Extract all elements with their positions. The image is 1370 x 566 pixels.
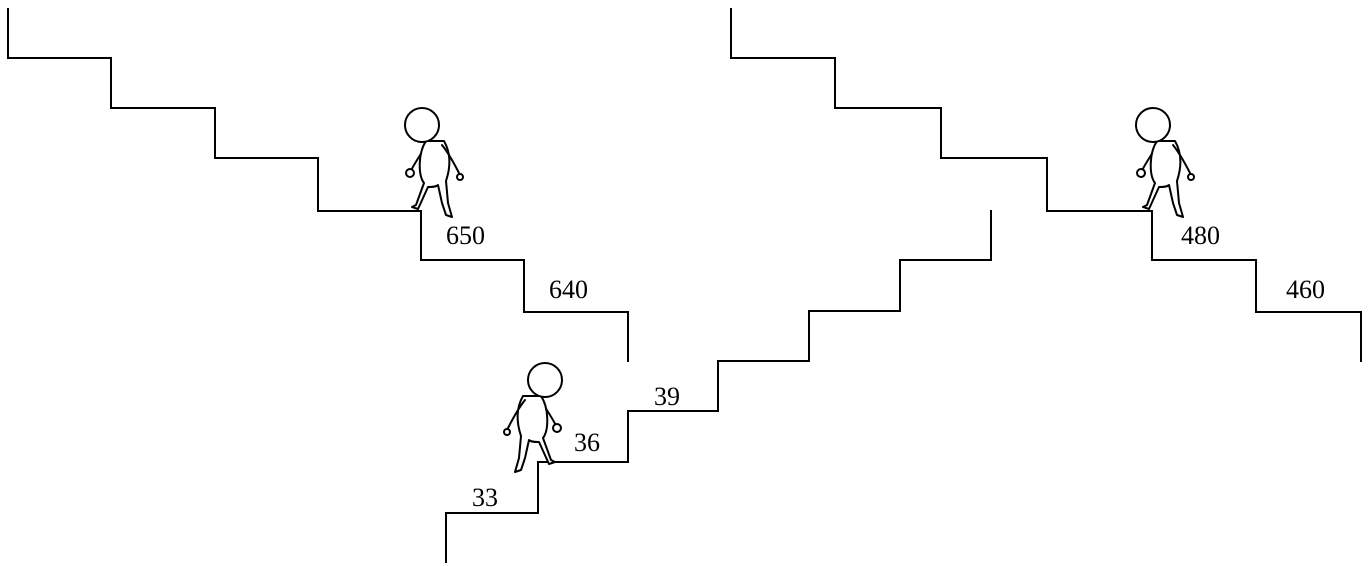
walker-right-head: [1135, 107, 1171, 143]
step-label-39: 39: [654, 382, 680, 411]
stair-line-descending-right: [730, 8, 1362, 362]
stair-line-ascending-middle: [445, 210, 992, 563]
walker-left-body: [411, 140, 453, 218]
staircase-ascending-middle: 33 36 39: [445, 210, 992, 563]
walker-middle-head: [527, 362, 563, 398]
staircase-descending-right: 480 460: [730, 8, 1362, 362]
walker-left-front-arm: [441, 144, 461, 176]
walker-left-head: [404, 107, 440, 143]
step-label-460: 460: [1286, 275, 1325, 304]
walker-left-front-hand: [456, 173, 464, 181]
stair-line-descending-left: [7, 8, 629, 362]
walker-right-front-arm: [1172, 144, 1192, 176]
walker-middle-front-hand: [503, 428, 511, 436]
walker-right-body: [1142, 140, 1184, 218]
walker-middle-back-hand: [552, 423, 562, 433]
walker-middle-front-arm: [506, 399, 526, 431]
step-label-650: 650: [446, 221, 485, 250]
walker-right-back-hand: [1136, 168, 1146, 178]
walker-figure-left: [404, 107, 464, 218]
walker-figure-middle: [503, 362, 563, 473]
step-label-640: 640: [549, 275, 588, 304]
staircase-descending-left: 650 640: [7, 8, 629, 362]
walker-middle-body: [514, 395, 556, 473]
step-label-33: 33: [472, 483, 498, 512]
step-label-480: 480: [1181, 221, 1220, 250]
walker-right-front-hand: [1187, 173, 1195, 181]
walker-left-back-hand: [405, 168, 415, 178]
step-label-36: 36: [574, 428, 600, 457]
walker-figure-right: [1135, 107, 1195, 218]
